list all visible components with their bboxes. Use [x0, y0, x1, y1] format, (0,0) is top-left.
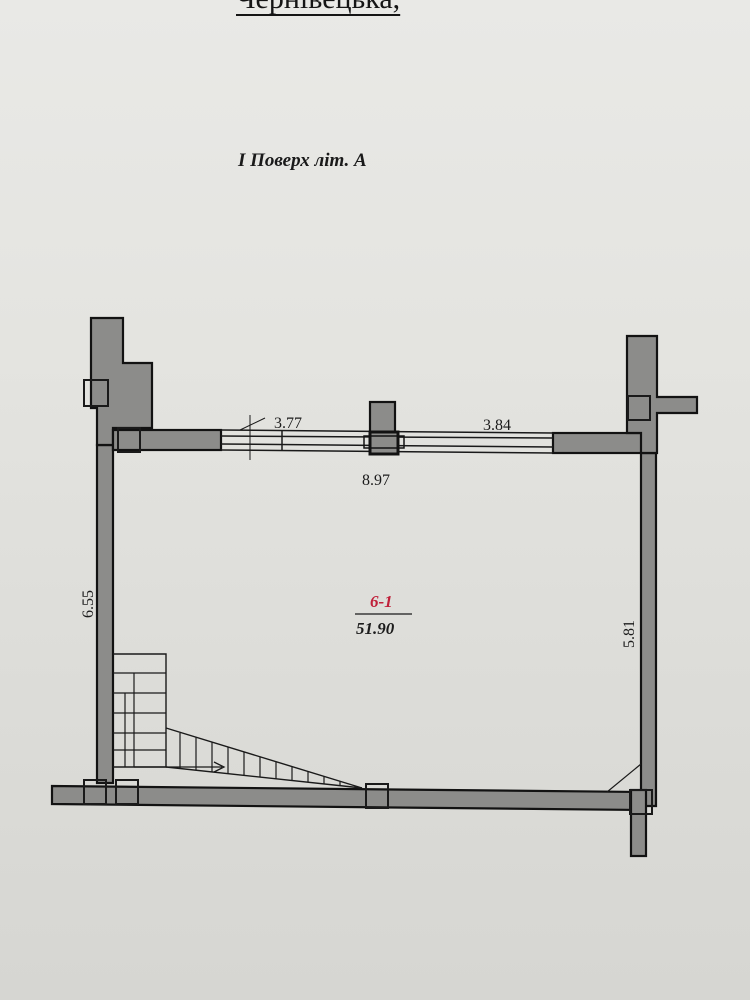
right-wall: [639, 451, 658, 808]
bottom-wall: [50, 784, 643, 812]
left-wall: [95, 443, 115, 785]
center-pier: [363, 400, 405, 456]
column-bottom-middle: [365, 783, 389, 809]
dim-right-side: 5.81: [621, 620, 638, 648]
column-left-bottom: [83, 779, 107, 805]
column-left-bottom-2: [115, 779, 139, 805]
street-name: Чернівецька,: [236, 0, 400, 16]
column-right-upper: [627, 395, 651, 421]
room-area: 51.90: [356, 619, 395, 638]
dim-front-total: 8.97: [362, 472, 390, 489]
column-left-front: [117, 427, 141, 453]
corner-chamfer: [606, 763, 642, 793]
left-wall-protrusion: [89, 316, 154, 447]
dim-left-side: 6.55: [80, 590, 97, 618]
staircase: [113, 653, 363, 789]
column-right-bottom: [629, 789, 653, 815]
column-left-upper: [83, 379, 109, 407]
dim-front-right: 3.84: [483, 417, 511, 434]
right-wall-protrusion: [625, 334, 699, 455]
dim-front-left: 3.77: [274, 415, 302, 432]
floor-title: І Поверх літ. А: [238, 150, 367, 171]
column-markers: [83, 379, 653, 815]
front-wall-left: [111, 428, 223, 452]
room-number: 6-1: [370, 592, 393, 611]
front-wall-right: [551, 431, 645, 455]
bottom-right-protrusion: [629, 788, 648, 858]
